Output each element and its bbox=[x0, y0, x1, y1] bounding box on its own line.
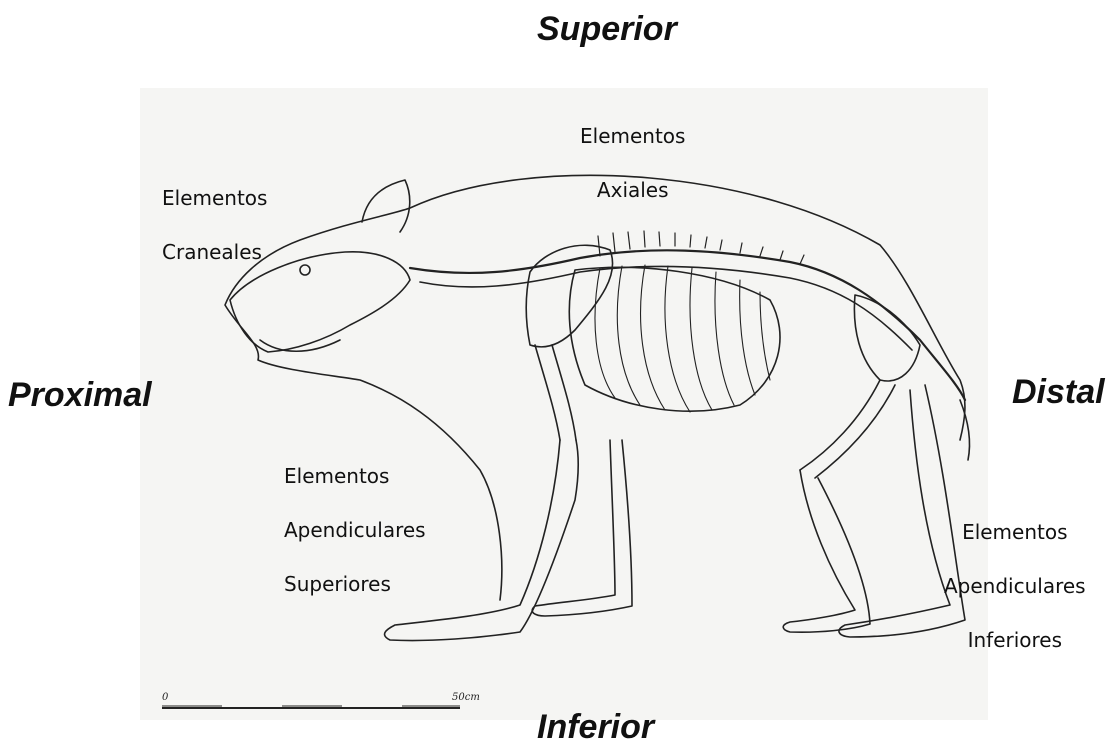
label-line: Elementos bbox=[162, 185, 267, 212]
label-line: Apendiculares bbox=[284, 517, 426, 544]
label-line: Elementos bbox=[284, 463, 426, 490]
label-line: Elementos bbox=[580, 123, 685, 150]
label-line: Inferiores bbox=[944, 627, 1086, 654]
label-line: Axiales bbox=[580, 177, 685, 204]
label-elementos-apendiculares-superiores: Elementos Apendiculares Superiores bbox=[284, 436, 426, 625]
label-elementos-craneales: Elementos Craneales bbox=[162, 158, 267, 293]
label-elementos-apendiculares-inferiores: Elementos Apendiculares Inferiores bbox=[944, 492, 1086, 681]
label-line: Elementos bbox=[944, 519, 1086, 546]
rib-cage bbox=[569, 267, 780, 411]
direction-proximal: Proximal bbox=[8, 376, 152, 415]
label-elementos-axiales: Elementos Axiales bbox=[580, 96, 685, 231]
hind-leg bbox=[783, 470, 870, 632]
label-line: Superiores bbox=[284, 571, 426, 598]
scale-start-label: 0 bbox=[162, 692, 169, 703]
scale-bar: 0 50cm bbox=[162, 692, 480, 708]
direction-inferior: Inferior bbox=[537, 708, 654, 747]
scale-end-label: 50cm bbox=[452, 692, 480, 703]
direction-distal: Distal bbox=[1012, 373, 1105, 412]
label-line: Apendiculares bbox=[944, 573, 1086, 600]
direction-superior: Superior bbox=[537, 10, 677, 49]
pelvis bbox=[854, 295, 920, 381]
ear bbox=[362, 180, 410, 232]
front-leg-second bbox=[532, 440, 632, 616]
label-line: Craneales bbox=[162, 239, 267, 266]
